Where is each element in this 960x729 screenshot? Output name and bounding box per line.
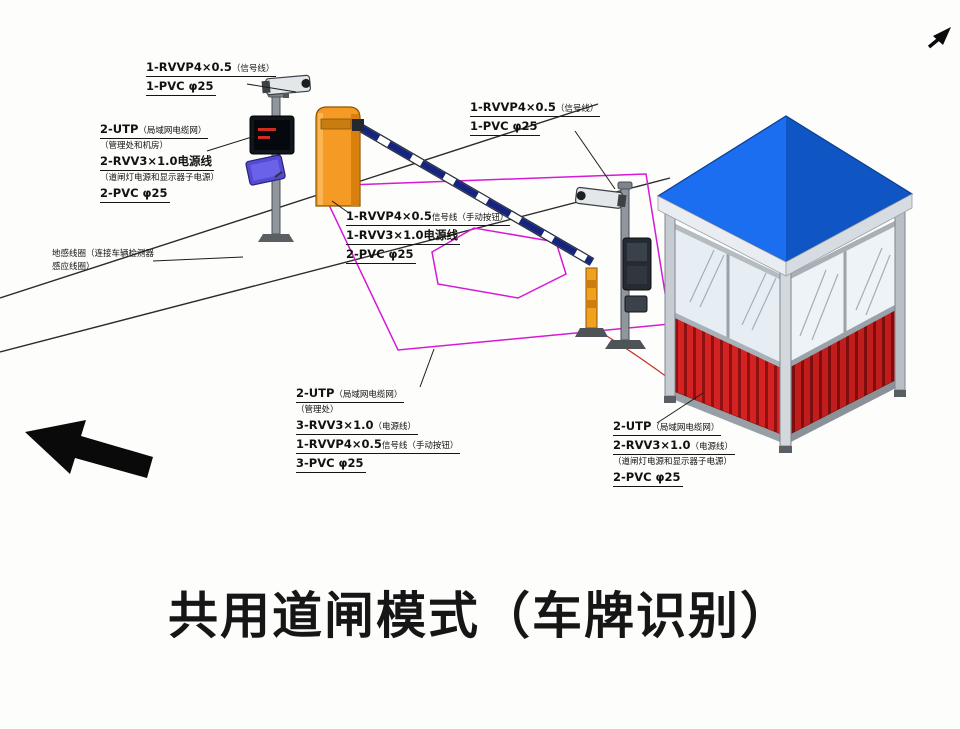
callout-pole-left-cables: 2-UTP（局域网电缆网） （管理处和机房） 2-RVV3×1.0电源线 （道闸…: [100, 122, 219, 205]
barrier-arm: [353, 121, 595, 266]
road-lines: [0, 103, 671, 353]
conduit-spec: 1-PVC φ25: [146, 79, 216, 96]
callout-ground-loop: 地感线圈（连接车辆检测器 感应线圈）: [52, 249, 155, 273]
callout-camera-right: 1-RVVP4×0.5（信号线） 1-PVC φ25: [470, 100, 601, 138]
flood-light: [245, 154, 286, 186]
callout-booth-cables: 2-UTP（局域网电缆网） 2-RVV3×1.0（电源线） （道闸灯电源和显示器…: [613, 419, 735, 489]
arm-rest-post: [575, 267, 608, 337]
lpr-camera-right: [574, 186, 627, 209]
diagram-title: 共用道闸模式（车牌识别）: [168, 587, 792, 645]
control-box: [622, 237, 652, 313]
signal-pole-right: [574, 181, 652, 349]
led-display: [249, 115, 295, 155]
guard-booth: [656, 115, 914, 453]
lpr-camera-left: [261, 74, 311, 96]
window-reflections: [689, 247, 891, 341]
callout-barrier-cables: 1-RVVP4×0.5信号线（手动按钮） 1-RVV3×1.0电源线 2-PVC…: [346, 209, 511, 266]
callout-lane-cables: 2-UTP（局域网电缆网） （管理处） 3-RVV3×1.0（电源线） 1-RV…: [296, 386, 461, 475]
callout-camera-left: 1-RVVP4×0.5（信号线） 1-PVC φ25: [146, 60, 277, 98]
barrier-gate-machine: [315, 106, 364, 207]
camera-pole-left: [245, 74, 311, 242]
north-arrow-icon: [927, 27, 951, 49]
booth-roof: [656, 115, 914, 277]
leader-lines: [152, 83, 704, 424]
travel-direction-arrow: [25, 420, 153, 478]
cable-spec: 1-RVVP4×0.5: [146, 60, 232, 74]
ground-loop-coil: [431, 227, 567, 299]
